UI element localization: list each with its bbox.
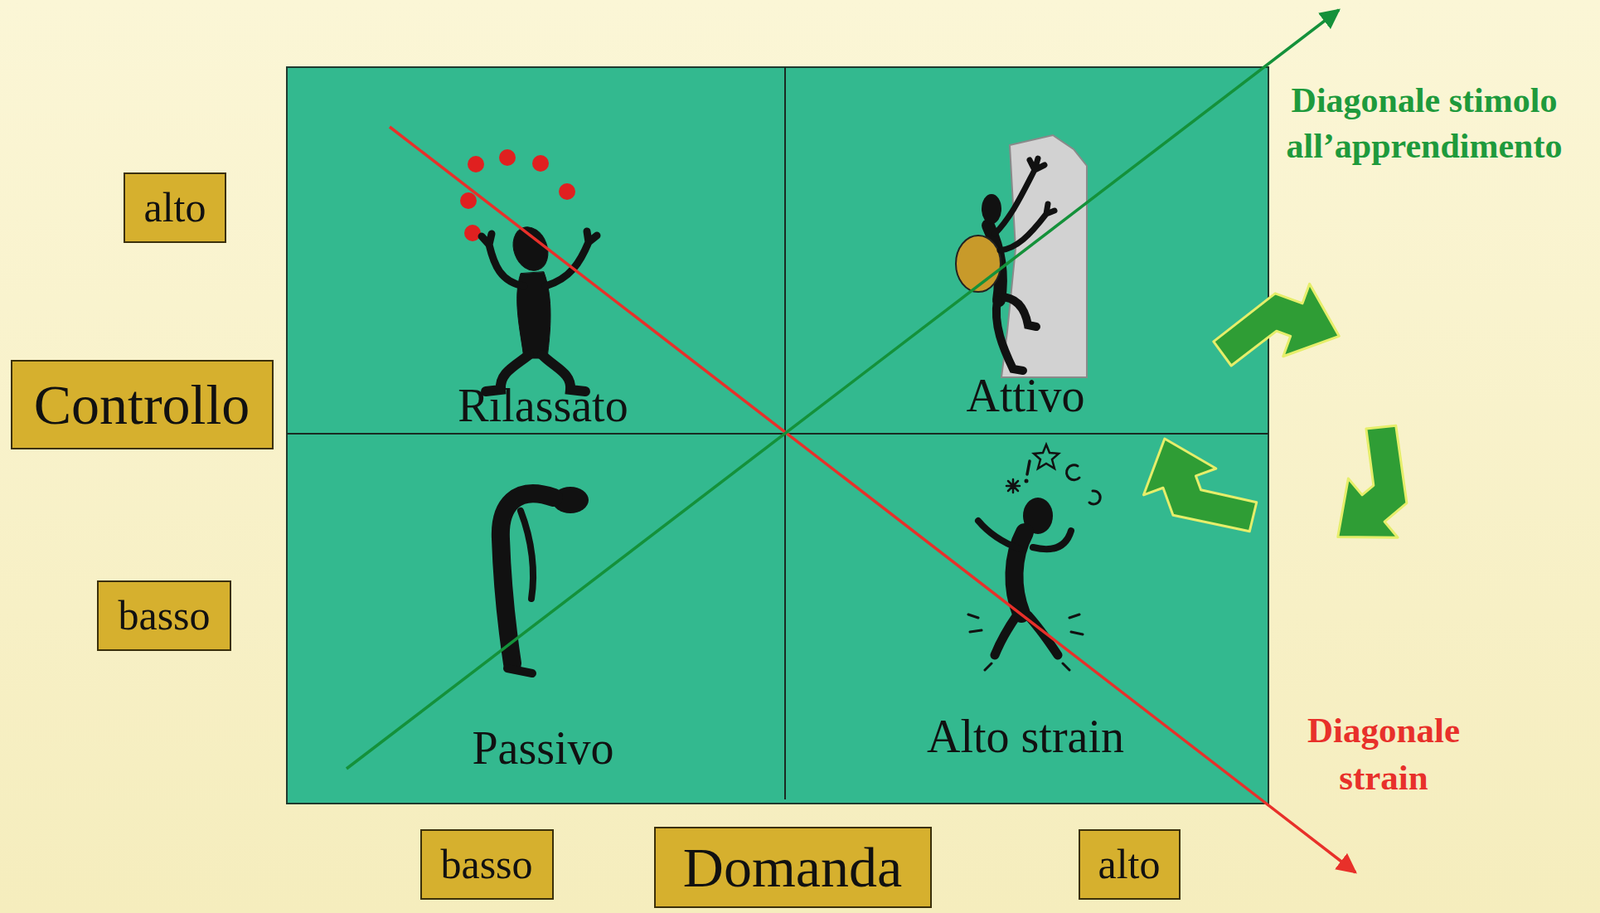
axis-text: basso bbox=[440, 841, 533, 888]
ball bbox=[558, 183, 576, 200]
ball bbox=[467, 155, 485, 173]
arm bbox=[481, 233, 524, 287]
arm bbox=[520, 510, 534, 599]
stressed-figure bbox=[968, 444, 1101, 670]
rock bbox=[1001, 135, 1087, 378]
axis-level-box: basso bbox=[420, 829, 554, 900]
ball bbox=[460, 192, 477, 209]
divider-line bbox=[286, 432, 1269, 435]
axis-level-box: alto bbox=[123, 172, 227, 243]
cycle-arrow bbox=[1128, 416, 1266, 561]
leg bbox=[996, 300, 1024, 371]
quadrant-label: Alto strain bbox=[926, 711, 1125, 763]
arm bbox=[545, 231, 597, 287]
leg bbox=[994, 613, 1019, 655]
ball bbox=[464, 224, 481, 242]
axis-text: basso bbox=[117, 592, 210, 639]
diagonal-label: Diagonale stimolo all’apprendimento bbox=[1286, 77, 1563, 170]
backpack bbox=[955, 235, 1001, 292]
diagonal-label: Diagonale strain bbox=[1307, 707, 1460, 802]
arm bbox=[1032, 530, 1072, 549]
strain-diagonal bbox=[389, 126, 1356, 873]
axis-level-box: basso bbox=[96, 580, 232, 651]
arm bbox=[999, 203, 1055, 251]
axis-text: Domanda bbox=[683, 836, 902, 899]
foot bbox=[507, 668, 533, 674]
ball bbox=[499, 149, 516, 166]
quadrant-label: Rilassato bbox=[457, 380, 628, 432]
learning-diagonal bbox=[346, 9, 1339, 769]
axis-text: Controllo bbox=[33, 373, 251, 437]
exclamation-symbol bbox=[1027, 460, 1030, 475]
quadrant-label: Attivo bbox=[965, 370, 1085, 422]
arm bbox=[978, 520, 1020, 549]
ball bbox=[532, 155, 549, 172]
climber-figure bbox=[955, 135, 1087, 378]
passive-figure bbox=[500, 486, 589, 674]
asterisk-symbol bbox=[1006, 479, 1020, 493]
cycle-arrows bbox=[1128, 259, 1453, 567]
axis-text: alto bbox=[144, 184, 207, 231]
axis-title-box: Domanda bbox=[654, 826, 932, 908]
body bbox=[500, 493, 554, 664]
cycle-arrow bbox=[1207, 259, 1353, 397]
axis-level-box: alto bbox=[1078, 829, 1181, 900]
star-symbol bbox=[1033, 444, 1059, 469]
exclamation-dot bbox=[1024, 479, 1029, 484]
head bbox=[981, 193, 1002, 224]
curl-symbol bbox=[1089, 490, 1101, 505]
motion-lines bbox=[968, 614, 1083, 670]
axis-title-box: Controllo bbox=[10, 359, 274, 450]
curl-symbol bbox=[1066, 465, 1080, 480]
leg bbox=[999, 296, 1037, 327]
axis-text: alto bbox=[1098, 841, 1161, 888]
quadrant-label: Passivo bbox=[471, 722, 614, 775]
cycle-arrow bbox=[1296, 412, 1453, 568]
